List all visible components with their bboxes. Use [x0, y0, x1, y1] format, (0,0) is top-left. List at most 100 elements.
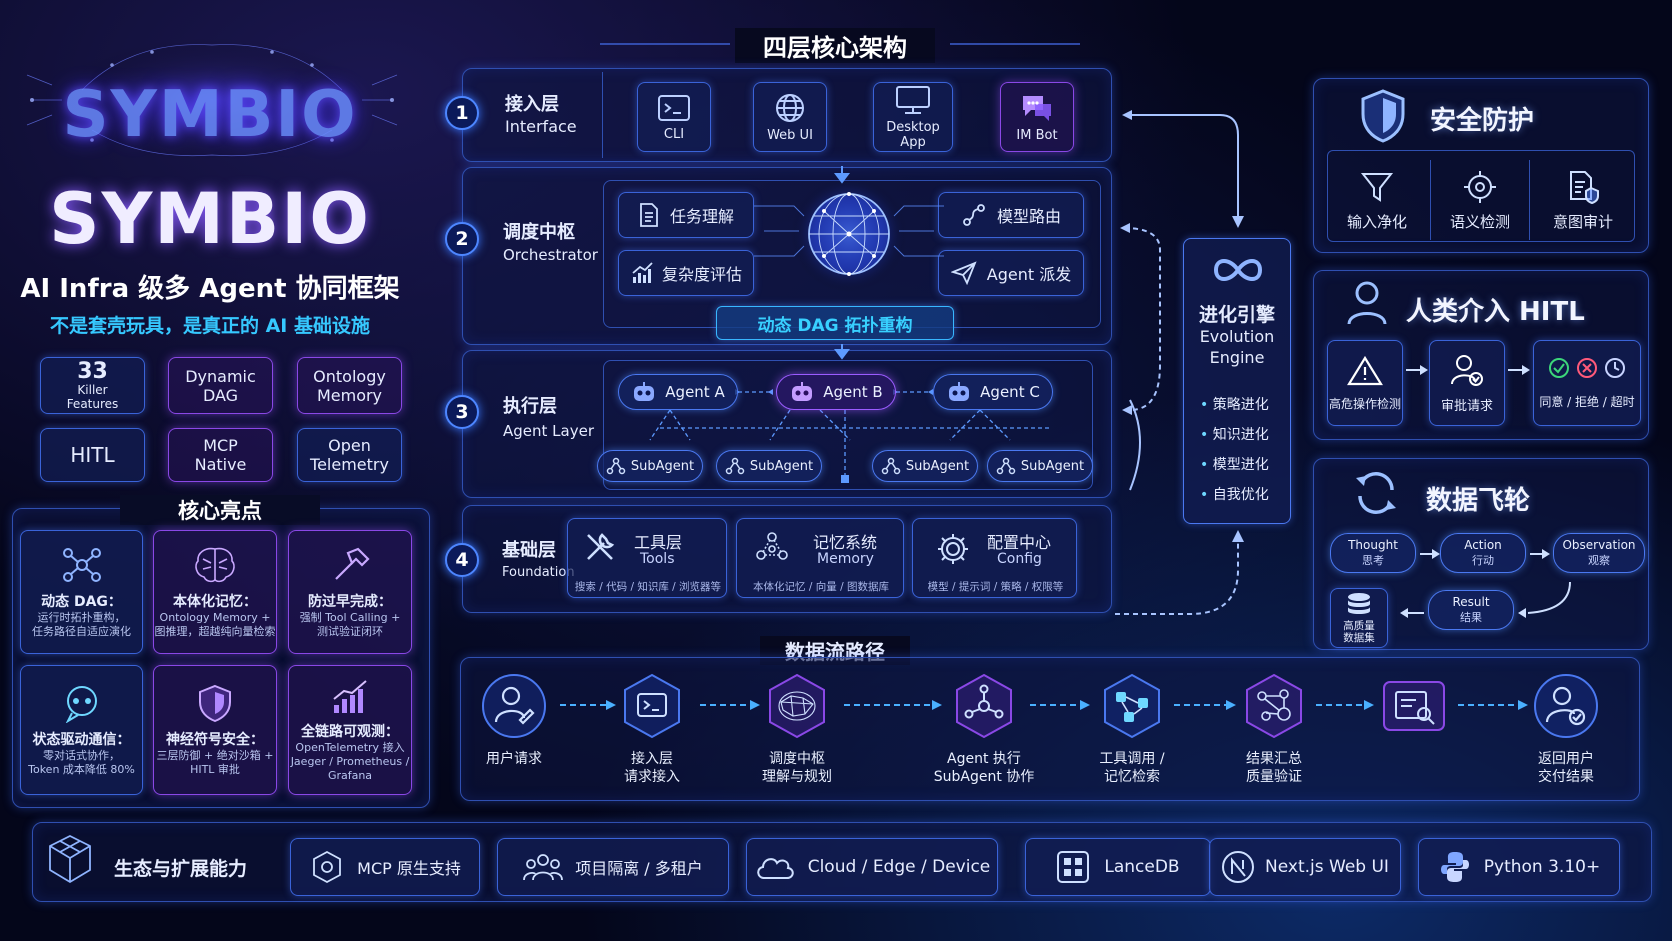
flow-label-line: SubAgent 协作: [933, 769, 1035, 785]
highlight-desc: HITL 审批: [190, 763, 240, 776]
foundation-zh: 记忆系统: [813, 533, 878, 552]
memory-graph-icon: [756, 532, 788, 560]
subagent-4[interactable]: SubAgent: [987, 450, 1093, 482]
badge-number: 33: [77, 358, 108, 384]
agent-label: Agent C: [980, 383, 1040, 401]
evolution-item: • 知识进化: [1200, 427, 1269, 443]
architecture-title: 四层核心架构: [735, 28, 935, 63]
subagent-1[interactable]: SubAgent: [597, 450, 703, 482]
brand-subtitle: AI Infra 级多 Agent 协同框架: [20, 274, 400, 304]
highlight-neuro-symbolic: 神经符号安全： 三层防御 + 绝对沙箱 + HITL 审批: [153, 665, 277, 795]
subagent-label: SubAgent: [630, 458, 695, 474]
subagent-3[interactable]: SubAgent: [872, 450, 978, 482]
layer-4-label: 基础层 Foundation: [502, 540, 575, 584]
decision-icons: [1548, 357, 1626, 379]
logo-text: SYMBIO: [62, 78, 358, 152]
shield-icon: [199, 684, 231, 723]
flow-step-tools-memory: [1098, 672, 1166, 740]
interface-im-bot[interactable]: IM Bot: [1000, 82, 1074, 152]
security-intent-audit: 意图审计: [1533, 160, 1633, 240]
brand-tagline: 不是套壳玩具，是真正的 AI 基础设施: [49, 315, 370, 337]
highlight-title: 本体化记忆：: [173, 594, 257, 610]
flow-label-6: 结果汇总质量验证: [1204, 750, 1344, 786]
eco-cloud-edge[interactable]: Cloud / Edge / Device: [746, 838, 998, 896]
eco-multi-tenant[interactable]: 项目隔离 / 多租户: [497, 838, 729, 896]
hammer-icon: [335, 547, 370, 580]
interface-cli[interactable]: CLI: [637, 82, 711, 152]
highlight-desc: 运行时拓扑重构，: [37, 611, 126, 624]
subagent-2[interactable]: SubAgent: [716, 450, 822, 482]
flow-step-user-request: [480, 672, 548, 740]
flow-label-line: 工具调用 /: [1099, 751, 1165, 767]
badge-line: HITL: [70, 443, 115, 467]
highlight-ontology-memory: 本体化记忆： Ontology Memory + 图推理，超越纯向量检索: [153, 530, 277, 654]
eco-nextjs[interactable]: Next.js Web UI: [1209, 838, 1401, 896]
highlight-desc: 测试验证闭环: [317, 625, 383, 638]
flow-label-line: 结果汇总: [1246, 751, 1302, 767]
hitl-approval-request: 审批请求: [1429, 340, 1505, 426]
security-item-label: 输入净化: [1346, 212, 1407, 231]
foundation-config[interactable]: 配置中心 Config 模型 / 提示词 / 策略 / 权限等: [912, 518, 1077, 598]
grid-db-icon: [1057, 851, 1090, 883]
shield-icon: [1361, 89, 1405, 143]
interface-web-ui[interactable]: Web UI: [753, 82, 827, 152]
flow-label-line: 请求接入: [624, 769, 680, 785]
highlights-title: 核心亮点: [120, 495, 320, 525]
chart-icon: [333, 680, 367, 713]
highlight-dynamic-dag: 动态 DAG： 运行时拓扑重构， 任务路径自适应演化: [20, 530, 143, 654]
badge-hitl: HITL: [40, 428, 145, 482]
reject-icon: [1577, 357, 1597, 378]
foundation-zh: 工具层: [634, 533, 683, 552]
interface-desktop-app[interactable]: Desktop App: [873, 82, 953, 152]
flow-label-line: 用户请求: [486, 751, 542, 767]
layer-zh: 基础层: [502, 540, 556, 561]
foundation-tools[interactable]: 工具层 Tools 搜索 / 代码 / 知识库 / 浏览器等: [567, 518, 727, 598]
highlight-desc: 强制 Tool Calling +: [299, 611, 401, 624]
refresh-icon: [1356, 472, 1396, 514]
agent-a[interactable]: Agent A: [618, 374, 738, 410]
eco-label: Python 3.10+: [1483, 857, 1601, 877]
flow-step-orchestrator: [763, 672, 831, 740]
orch-task-understanding[interactable]: 任务理解: [618, 192, 754, 238]
eco-lancedb[interactable]: LanceDB: [1025, 838, 1211, 896]
eco-python[interactable]: Python 3.10+: [1418, 838, 1620, 896]
foundation-desc: 本体化记忆 / 向量 / 图数据库: [753, 581, 889, 593]
rising-chart-icon: [632, 262, 653, 283]
highlight-desc: 任务路径自适应演化: [32, 625, 131, 638]
node-en: Thought: [1348, 538, 1398, 552]
agent-c[interactable]: Agent C: [933, 374, 1053, 410]
flow-label-line: 交付结果: [1538, 769, 1594, 785]
orch-label: 复杂度评估: [661, 265, 742, 284]
highlight-desc: OpenTelemetry 接入: [295, 741, 405, 754]
document-icon: [640, 203, 658, 227]
security-semantic-detect: 语义检测: [1430, 160, 1530, 240]
orch-agent-dispatch[interactable]: Agent 派发: [938, 250, 1084, 296]
foundation-memory[interactable]: 记忆系统 Memory 本体化记忆 / 向量 / 图数据库: [736, 518, 904, 598]
hitl-item-label: 审批请求: [1440, 398, 1493, 414]
agent-label: Agent A: [665, 383, 725, 401]
infinity-icon: [1213, 259, 1263, 281]
highlight-desc: Jaeger / Prometheus /: [290, 755, 410, 768]
layer-3-number: 3: [445, 395, 479, 429]
flow-label-line: 记忆检索: [1104, 769, 1160, 785]
terminal-icon: [658, 94, 690, 121]
foundation-en: Config: [997, 551, 1042, 567]
user-check-icon: [1451, 354, 1483, 386]
orch-complexity-eval[interactable]: 复杂度评估: [618, 250, 754, 296]
layer-2-number: 2: [445, 222, 479, 256]
highlight-desc: 三层防御 + 绝对沙箱 +: [156, 749, 274, 762]
agent-b[interactable]: Agent B: [776, 374, 896, 410]
subagent-label: SubAgent: [749, 458, 814, 474]
eco-mcp[interactable]: MCP 原生支持: [290, 838, 480, 896]
brain-icon: [195, 547, 235, 583]
database-icon: [1348, 593, 1370, 614]
interface-label: Web UI: [767, 127, 813, 143]
layer-1-number: 1: [445, 96, 479, 130]
hitl-title: 人类介入 HITL: [1406, 297, 1585, 327]
evolution-feedback-arrows: [1115, 110, 1244, 615]
orch-model-routing[interactable]: 模型路由: [938, 192, 1084, 238]
evolution-item: • 策略进化: [1200, 397, 1269, 413]
